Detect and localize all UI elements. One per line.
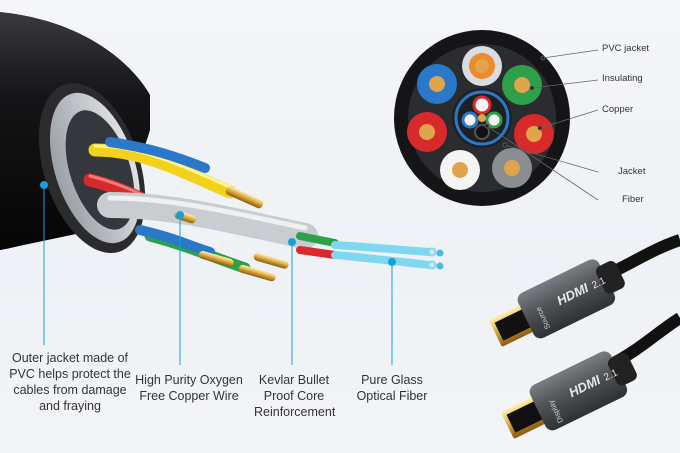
kevlar-callout: Kevlar Bullet Proof Core Reinforcement [254,373,336,419]
hdmi-connector-top: HDMI 2.1 Source [489,259,625,347]
glass-fiber-callout: Pure Glass Optical Fiber [356,373,428,403]
copper-wire-callout: High Purity Oxygen Free Copper Wire [135,373,243,403]
hdmi-connector-bottom: HDMI 2.1 Display [501,351,637,439]
cross-section [394,30,570,206]
label-insulating: Insulating [602,73,643,84]
outer-jacket-callout: Outer jacket made of PVC helps protect t… [9,351,131,413]
label-copper: Copper [602,104,634,115]
label-pvc-jacket: PVC jacket [602,43,649,54]
label-jacket: Jacket [618,166,646,177]
label-fiber: Fiber [622,194,644,205]
